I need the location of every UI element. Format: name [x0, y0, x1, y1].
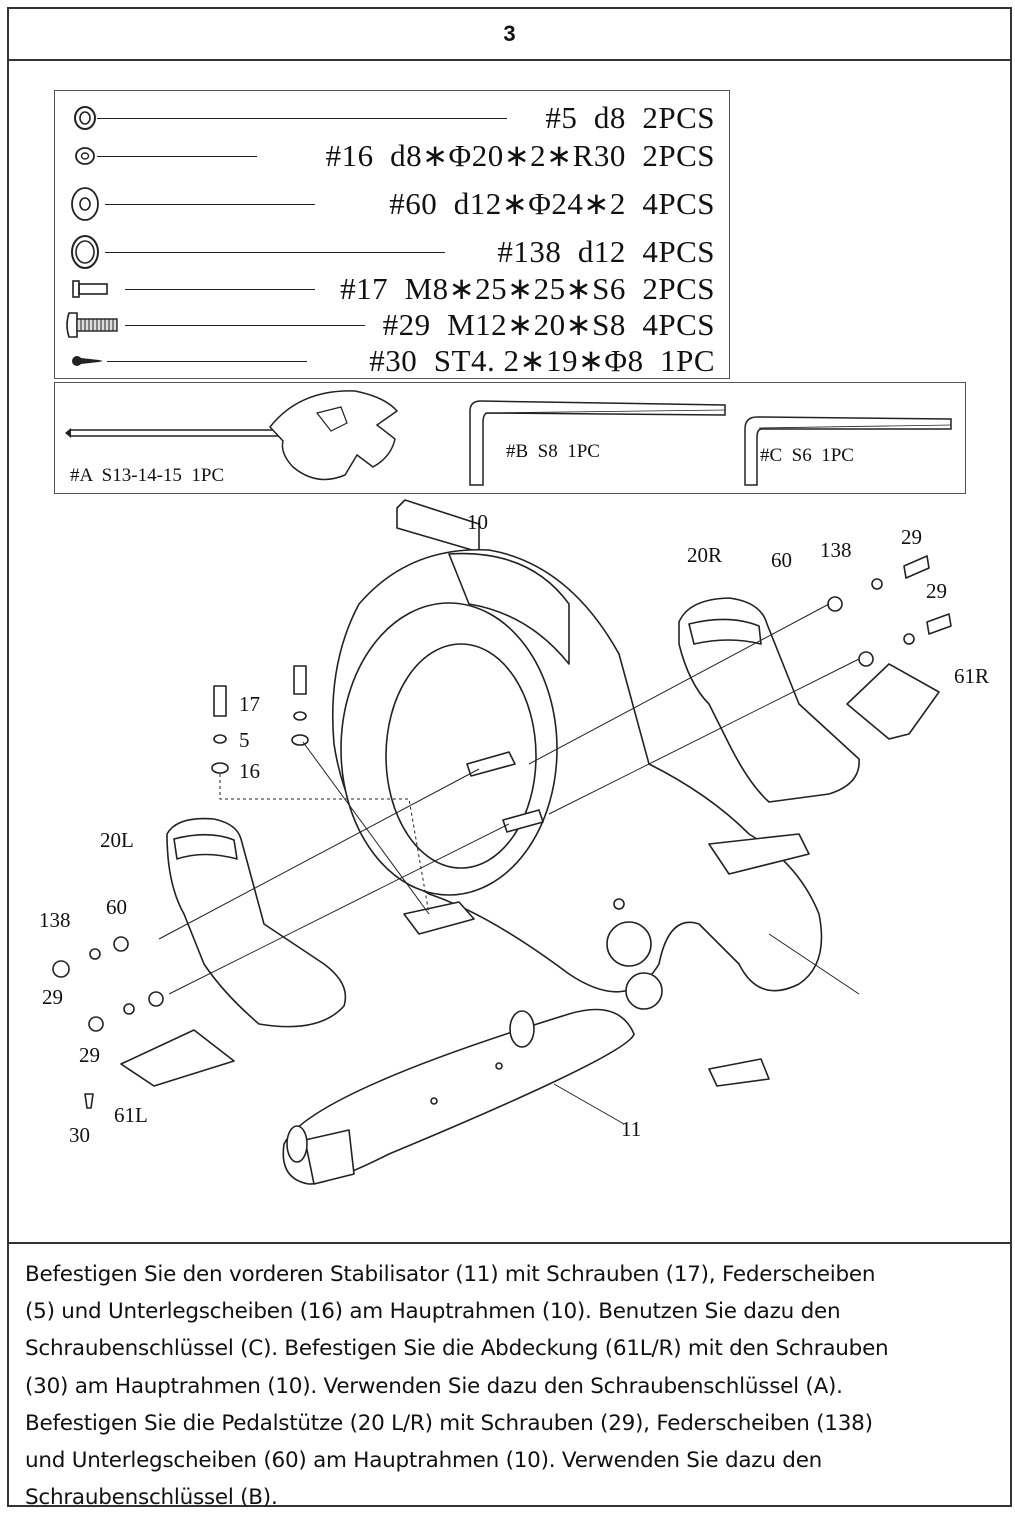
bolt-17-b	[293, 665, 307, 695]
callout-bolt-17: 17	[239, 692, 260, 716]
callout-washer-60-right: 60	[771, 548, 792, 572]
front-stabilizer-part	[282, 1008, 635, 1185]
flat-washer-icon	[71, 187, 99, 221]
washer-60-right	[827, 596, 843, 612]
hardware-label: #30 ST4. 2∗19∗Φ8 1PC	[369, 343, 715, 378]
tool-list: #A S13-14-15 1PC #B S8 1PC #C S6 1PC	[54, 382, 966, 494]
instruction-text: Befestigen Sie den vorderen Stabilisator…	[25, 1256, 990, 1516]
tool-c-label: #C S6 1PC	[760, 445, 854, 466]
hardware-label: #5 d8 2PCS	[545, 100, 715, 135]
callout-bolt-29-left-b: 29	[79, 1043, 100, 1067]
instruction-line: Schraubenschlüssel (C). Befestigen Sie d…	[25, 1336, 889, 1362]
callout-screw-30: 30	[69, 1123, 90, 1147]
hex-key-c-icon	[744, 416, 952, 486]
hardware-item: #30 ST4. 2∗19∗Φ8 1PC	[55, 343, 729, 379]
hardware-item: #29 M12∗20∗S8 4PCS	[55, 307, 729, 343]
callout-bolt-29-right-b: 29	[926, 579, 947, 603]
callout-bolt-29-right-a: 29	[901, 525, 922, 549]
main-frame-part	[331, 499, 823, 1087]
hardware-item: #16 d8∗Φ20∗2∗R30 2PCS	[55, 138, 729, 174]
hardware-item: #17 M8∗25∗25∗S6 2PCS	[55, 271, 729, 307]
instruction-line: Befestigen Sie die Pedalstütze (20 L/R) …	[25, 1410, 873, 1436]
hardware-item: #138 d12 4PCS	[55, 234, 729, 270]
pedal-right-part	[678, 597, 860, 803]
hardware-label: #60 d12∗Φ24∗2 4PCS	[389, 186, 715, 221]
hardware-item: #60 d12∗Φ24∗2 4PCS	[55, 186, 729, 222]
hardware-label: #138 d12 4PCS	[497, 234, 715, 269]
instruction-line: (5) und Unterlegscheiben (16) am Hauptra…	[25, 1299, 841, 1325]
curved-washer-icon	[75, 147, 95, 165]
spring-washer-icon	[74, 106, 96, 130]
callout-washer-138-left: 138	[39, 908, 71, 932]
bolt-29-right-b	[926, 613, 952, 635]
hardware-label: #17 M8∗25∗25∗S6 2PCS	[340, 271, 715, 306]
bolt-29-right-a	[903, 555, 930, 579]
pedal-left-part	[166, 817, 347, 1028]
step-number: 3	[9, 9, 1010, 61]
instruction-line: Schraubenschlüssel (B).	[25, 1485, 278, 1511]
callout-pedal-left: 20L	[100, 828, 134, 852]
step-frame: 3 #5 d8 2PCS #16 d8∗Φ20∗2∗R30 2PCS	[7, 7, 1012, 1510]
hardware-label: #16 d8∗Φ20∗2∗R30 2PCS	[325, 138, 715, 173]
callout-main-frame: 10	[467, 510, 488, 534]
instruction-line: und Unterlegscheiben (60) am Hauptrahmen…	[25, 1448, 823, 1474]
callout-bolt-29-left-a: 29	[42, 985, 63, 1009]
cover-left-part	[120, 1029, 235, 1087]
hex-key-b-icon	[469, 400, 726, 486]
instruction-line: (30) am Hauptrahmen (10). Verwenden Sie …	[25, 1373, 843, 1399]
callout-washer-5: 5	[239, 728, 250, 752]
washer-138-right	[871, 578, 883, 590]
callout-pedal-right: 20R	[687, 543, 722, 567]
cover-right-part	[846, 663, 940, 740]
hardware-item: #5 d8 2PCS	[55, 100, 729, 136]
hardware-label: #29 M12∗20∗S8 4PCS	[382, 307, 715, 342]
assembly-diagram: 10 11 20R 20L 61R 61L 60 138 29 29 17 5 …	[39, 499, 989, 1185]
instruction-section: Befestigen Sie den vorderen Stabilisator…	[9, 1242, 1010, 1510]
callout-washer-16: 16	[239, 759, 260, 783]
callout-front-stabilizer: 11	[621, 1117, 641, 1141]
callout-cover-right: 61R	[954, 664, 989, 688]
callout-washer-138-right: 138	[820, 538, 852, 562]
tools-drawing	[65, 390, 952, 486]
screw-icon	[72, 356, 103, 366]
hardware-list: #5 d8 2PCS #16 d8∗Φ20∗2∗R30 2PCS #60 d12…	[54, 90, 730, 379]
bolt-17-a	[213, 685, 227, 717]
callout-cover-left: 61L	[114, 1103, 148, 1127]
bolt-icon	[72, 280, 108, 298]
bolt-icon	[66, 312, 118, 338]
instruction-line: Befestigen Sie den vorderen Stabilisator…	[25, 1262, 876, 1287]
tool-a-label: #A S13-14-15 1PC	[70, 465, 225, 486]
multi-wrench-icon	[65, 390, 399, 481]
tool-b-label: #B S8 1PC	[506, 441, 600, 462]
spring-washer-icon	[71, 235, 99, 269]
callout-washer-60-left: 60	[106, 895, 127, 919]
